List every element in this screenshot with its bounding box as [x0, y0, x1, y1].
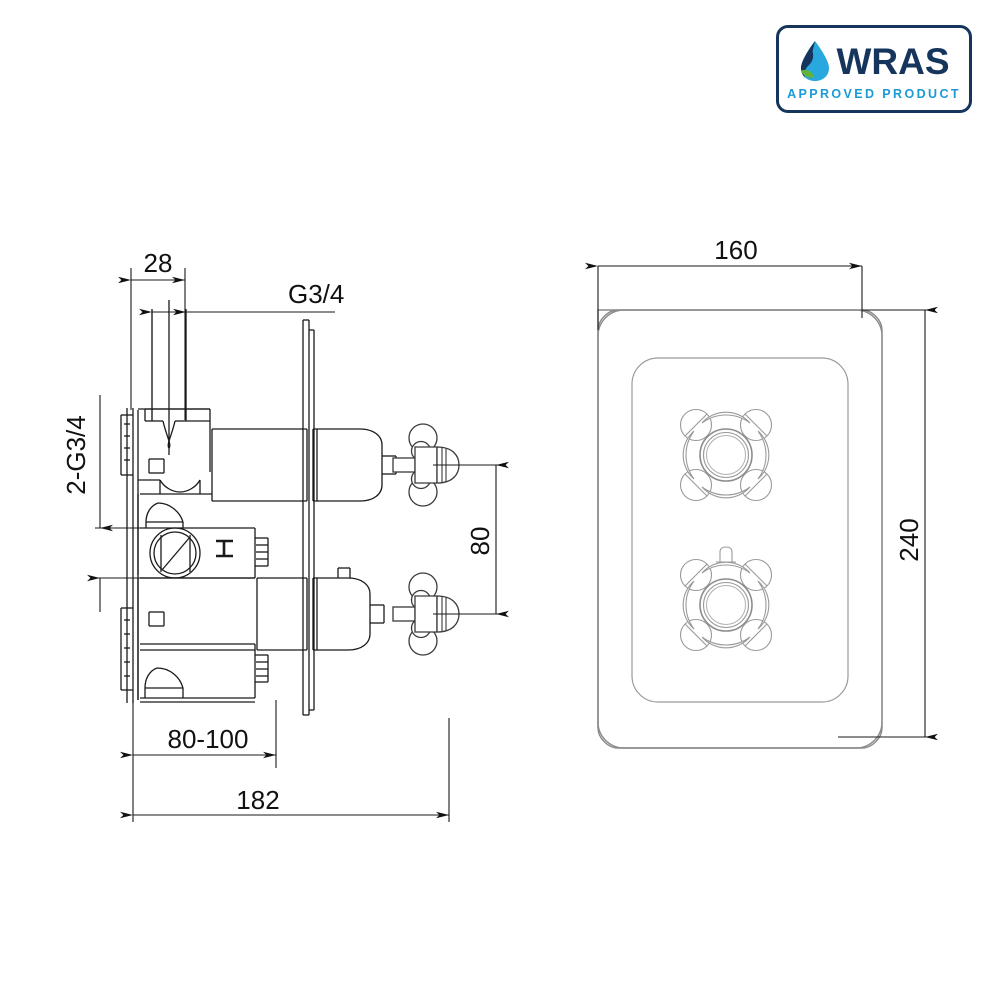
dimension-labels: 28 G3/4 2-G3/4 80 80-100 182 160 240	[61, 235, 924, 815]
center-valve-body	[140, 502, 269, 579]
faceplate-inner	[631, 357, 849, 703]
handle-lower-front[interactable]	[679, 546, 773, 652]
wras-wordmark: WRAS	[836, 40, 950, 82]
upper-cartridge	[211, 428, 397, 502]
dim-240-label: 240	[894, 518, 924, 561]
upper-valve-body	[137, 408, 212, 575]
front-view-dimensions	[585, 262, 938, 741]
wras-approved-badge: WRAS APPROVED PRODUCT	[776, 25, 972, 113]
wras-logo-row: WRAS	[798, 39, 950, 83]
front-view-group	[597, 309, 883, 749]
side-view-group	[120, 300, 460, 716]
lower-valve-body	[137, 577, 269, 703]
faceplate-edge-side	[302, 319, 315, 716]
water-droplet-icon	[801, 41, 830, 82]
lower-cartridge	[256, 567, 385, 651]
dim-182-label: 182	[236, 785, 279, 815]
handle-upper-front[interactable]	[679, 408, 773, 502]
dim-160-label: 160	[714, 235, 757, 265]
wras-subtitle: APPROVED PRODUCT	[787, 87, 961, 102]
dim-28-label: 28	[144, 248, 173, 278]
dim-80-100-label: 80-100	[168, 724, 249, 754]
mounting-plate	[120, 408, 139, 703]
dim-80-label: 80	[465, 527, 495, 556]
dim-g34-label: G3/4	[288, 279, 344, 309]
faceplate-outer	[597, 309, 883, 749]
side-view-dimensions	[87, 268, 509, 822]
dim-2-g34-label: 2-G3/4	[61, 415, 91, 495]
top-inlet-pipe	[144, 300, 210, 455]
